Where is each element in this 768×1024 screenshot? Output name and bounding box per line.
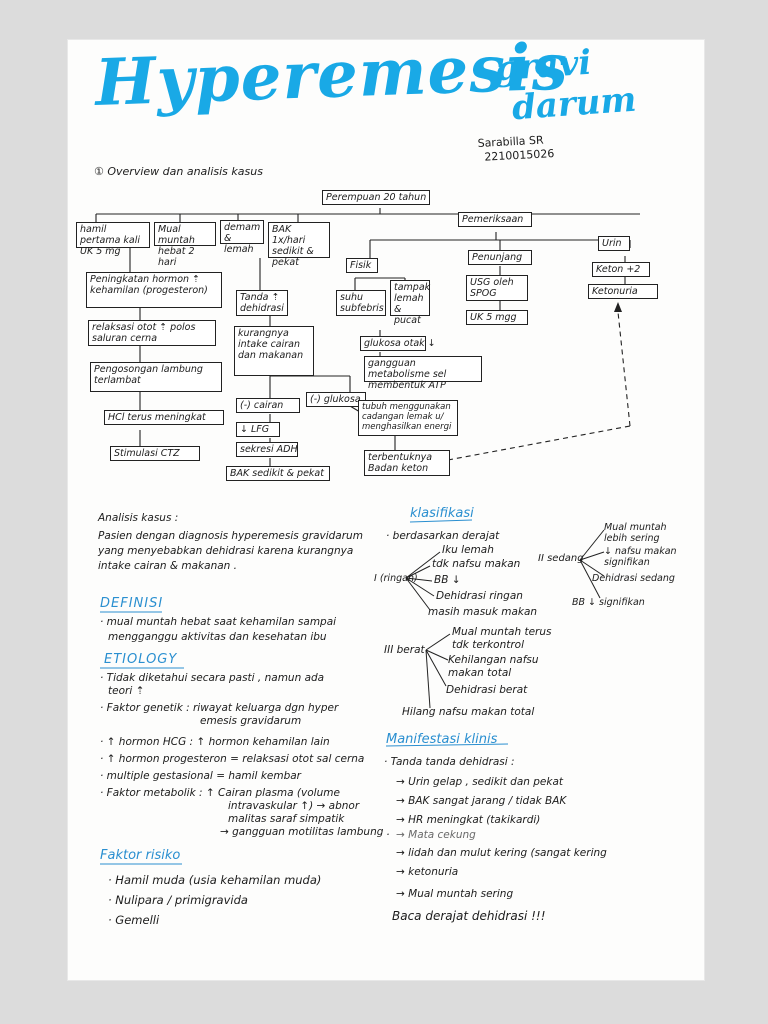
flow-urin: Urin bbox=[598, 236, 630, 251]
overview-heading: ① Overview dan analisis kasus bbox=[94, 165, 263, 178]
etiology-line: emesis gravidarum bbox=[200, 715, 302, 727]
flow-tubuh: tubuh menggunakan cadangan lemak u/ meng… bbox=[358, 400, 458, 436]
flow-stimulasi: Stimulasi CTZ bbox=[110, 446, 200, 461]
etiology-line: · ↑ hormon progesteron = relaksasi otot … bbox=[100, 753, 365, 765]
manifestasi-heading: Manifestasi klinis bbox=[386, 732, 498, 747]
etiology-heading: ETIOLOGY bbox=[104, 652, 178, 667]
flow-relaksasi: relaksasi otot ⇡ polos saluran cerna bbox=[88, 320, 216, 346]
analisis-line: yang menyebabkan dehidrasi karena kurang… bbox=[98, 545, 354, 557]
manifestasi-item: → Urin gelap , sedikit dan pekat bbox=[396, 776, 564, 788]
etiology-line: · ↑ hormon HCG : ↑ hormon kehamilan lain bbox=[100, 736, 330, 748]
klasifikasi-sedang-label: II sedang bbox=[538, 553, 584, 564]
flow-glukosa: (-) glukosa bbox=[306, 392, 366, 407]
etiology-line: · multiple gestasional = hamil kembar bbox=[100, 770, 302, 782]
etiology-line: · Tidak diketahui secara pasti , namun a… bbox=[100, 672, 325, 684]
etiology-line: · Faktor metabolik : ↑ Cairan plasma (vo… bbox=[100, 787, 340, 799]
flow-kurangnya: kurangnya intake cairan dan makanan bbox=[234, 326, 314, 376]
etiology-line: teori ⇡ bbox=[108, 685, 145, 697]
faktor-item: · Gemelli bbox=[108, 913, 160, 927]
definisi-body: · mual muntah hebat saat kehamilan sampa… bbox=[100, 616, 336, 644]
flow-badan-keton: terbentuknya Badan keton bbox=[364, 450, 450, 476]
flow-demam: demam & lemah bbox=[220, 220, 264, 255]
manifestasi-item: → HR meningkat (takikardi) bbox=[396, 814, 541, 826]
etiology-body: · Tidak diketahui secara pasti , namun a… bbox=[100, 672, 390, 839]
flow-bak: BAK 1x/hari sedikit & pekat bbox=[268, 222, 330, 268]
flow-hormon: Peningkatan hormon ⇡ kehamilan (progeste… bbox=[86, 272, 222, 308]
berat-item: Kehilangan nafsu makan total bbox=[448, 654, 539, 679]
ringan-item: Iku lemah bbox=[442, 544, 494, 556]
definisi-line: mengganggu aktivitas dan kesehatan ibu bbox=[108, 631, 327, 643]
flow-lfg: ↓ LFG bbox=[236, 422, 280, 437]
ringan-item: tdk nafsu makan bbox=[432, 558, 521, 570]
berat-item: Hilang nafsu makan total bbox=[402, 706, 535, 718]
ringan-item: Dehidrasi ringan bbox=[436, 590, 523, 602]
manifestasi-intro: · Tanda tanda dehidrasi : bbox=[384, 756, 515, 768]
faktor-item: · Nulipara / primigravida bbox=[108, 893, 248, 907]
flow-fisik: Fisik bbox=[346, 258, 378, 273]
flow-uk: UK 5 mgg bbox=[466, 310, 528, 325]
etiology-line: · Faktor genetik : riwayat keluarga dgn … bbox=[100, 702, 339, 714]
definisi-line: · mual muntah hebat saat kehamilan sampa… bbox=[100, 616, 337, 628]
flow-hamil: hamil pertama kali UK 5 mg bbox=[76, 222, 150, 257]
flow-bak-sedikit: BAK sedikit & pekat bbox=[226, 466, 330, 481]
faktor-item: · Hamil muda (usia kehamilan muda) bbox=[108, 873, 322, 887]
flow-glukosa-otak: glukosa otak ↓ bbox=[360, 336, 436, 351]
manifestasi-item: → BAK sangat jarang / tidak BAK bbox=[396, 795, 567, 807]
berat-item: Mual muntah terus tdk terkontrol bbox=[452, 626, 552, 651]
flow-hcl: HCl terus meningkat bbox=[104, 410, 224, 425]
klasifikasi-berat-label: III berat bbox=[384, 644, 425, 656]
flow-usg: USG oleh SPOG bbox=[466, 275, 528, 301]
manifestasi-item: → Mata cekung bbox=[396, 829, 476, 841]
faktor-heading: Faktor risiko bbox=[100, 848, 181, 863]
etiology-line: → gangguan motilitas lambung . bbox=[220, 826, 391, 838]
faktor-body: · Hamil muda (usia kehamilan muda) · Nul… bbox=[108, 872, 321, 928]
flow-gangguan: gangguan metabolisme sel membentuk ATP bbox=[364, 356, 482, 391]
analisis-line: intake cairan & makanan . bbox=[98, 560, 237, 572]
sedang-item: ↓ nafsu makan signifikan bbox=[604, 546, 677, 568]
flow-suhu: suhu subfebris bbox=[336, 290, 386, 316]
analisis-line: Pasien dengan diagnosis hyperemesis grav… bbox=[98, 530, 363, 542]
sedang-item: Dehidrasi sedang bbox=[592, 573, 675, 584]
ringan-item: masih masuk makan bbox=[428, 606, 538, 618]
etiology-line: intravaskular ↑) → abnor bbox=[228, 800, 360, 812]
berat-item: Dehidrasi berat bbox=[446, 684, 528, 696]
flow-penunjang: Penunjang bbox=[468, 250, 532, 265]
analisis-body: Pasien dengan diagnosis hyperemesis grav… bbox=[98, 530, 363, 573]
flow-keton: Keton +2 bbox=[592, 262, 650, 277]
flow-pengosongan: Pengosongan lambung terlambat bbox=[90, 362, 222, 392]
flow-tanda: Tanda ⇡ dehidrasi bbox=[236, 290, 288, 316]
manifestasi-footer: Baca derajat dehidrasi !!! bbox=[392, 909, 546, 923]
flow-cairan: (-) cairan bbox=[236, 398, 300, 413]
manifestasi-item: → Mual muntah sering bbox=[396, 888, 514, 900]
manifestasi-item: → ketonuria bbox=[396, 866, 459, 878]
analisis-heading: Analisis kasus : bbox=[98, 512, 179, 524]
flow-adh: sekresi ADH bbox=[236, 442, 298, 457]
ringan-item: BB ↓ bbox=[434, 574, 461, 586]
sedang-item: Mual muntah lebih sering bbox=[604, 522, 667, 544]
flow-tampak: tampak lemah & pucat bbox=[390, 280, 430, 326]
flow-ketonuria: Ketonuria bbox=[588, 284, 658, 299]
manifestasi-list: → Urin gelap , sedikit dan pekat → BAK s… bbox=[396, 774, 607, 902]
etiology-line: malitas saraf simpatik bbox=[228, 813, 345, 825]
definisi-heading: DEFINISI bbox=[100, 596, 164, 611]
klasifikasi-intro: · berdasarkan derajat bbox=[386, 530, 500, 542]
sedang-item: BB ↓ signifikan bbox=[572, 597, 645, 608]
manifestasi-item: → lidah dan mulut kering (sangat kering bbox=[396, 847, 607, 859]
klasifikasi-heading: klasifikasi bbox=[410, 506, 474, 521]
flow-pemeriksaan: Pemeriksaan bbox=[458, 212, 532, 227]
klasifikasi-ringan-label: I (ringan) bbox=[374, 573, 418, 584]
flow-mual: Mual muntah hebat 2 hari bbox=[154, 222, 216, 268]
flow-root: Perempuan 20 tahun bbox=[322, 190, 430, 205]
